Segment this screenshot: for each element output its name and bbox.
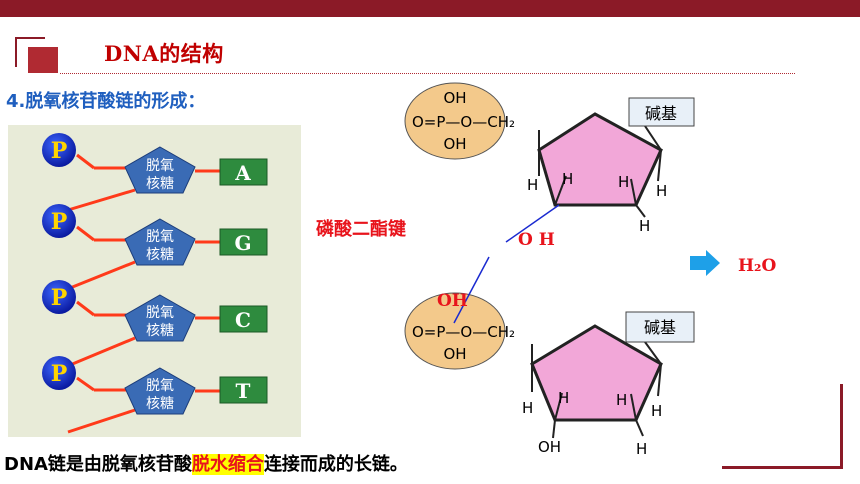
sugar-ring: [530, 324, 663, 422]
bond-line: [67, 408, 136, 434]
bond-line: [67, 188, 136, 212]
phosphate-label: P: [51, 138, 68, 164]
hydrogen: H: [558, 389, 569, 407]
water-product-label: H₂O: [738, 256, 777, 276]
base-label-a: A: [234, 161, 251, 185]
bond-line: [76, 153, 95, 170]
h-bond: [630, 393, 637, 421]
phosphate-main-formula: O=P—O—CH₂: [412, 113, 515, 131]
base-bond: [644, 341, 662, 365]
caption-after: 连接而成的长链。: [263, 454, 408, 475]
phosphate-circle: [42, 204, 76, 238]
base-box: [219, 158, 268, 186]
base-box: [219, 305, 268, 333]
h-bond: [554, 175, 567, 206]
base-label: 碱基: [644, 318, 676, 337]
hydrogen: H: [562, 170, 573, 188]
chain-unit-4: P 脱氧 核糖 T: [42, 356, 268, 434]
title-decor-outline: [15, 37, 45, 67]
base-label: 碱基: [645, 104, 677, 123]
h-bond: [635, 419, 644, 437]
oh-bottom-label: OH: [437, 291, 468, 311]
page-title: DNA的结构: [104, 41, 224, 66]
bond-pointer: [505, 204, 560, 243]
sugar-label-1: 脱氧: [146, 305, 174, 321]
phosphate-label: P: [51, 209, 68, 235]
sugar-label-2: 核糖: [146, 323, 174, 339]
sugar-label-2: 核糖: [146, 176, 174, 192]
phosphate-label: P: [51, 285, 68, 311]
oh-bond: [552, 419, 556, 439]
base-label-t: T: [236, 379, 251, 403]
hydrogen: H: [527, 176, 538, 194]
phosphate-circle: [42, 280, 76, 314]
section-subtitle: 4.脱氧核苷酸链的形成：: [6, 91, 206, 112]
bond-line: [76, 300, 95, 317]
base-box: [625, 311, 695, 343]
phosphate-oh-bottom: OH: [443, 345, 466, 363]
bond-line: [69, 260, 136, 290]
h-bond: [657, 149, 662, 182]
sugar-label-2: 核糖: [146, 247, 174, 263]
caption-before: DNA链是由脱氧核苷酸: [4, 454, 192, 475]
base-box: [219, 228, 268, 256]
oh-top-label: O H: [518, 230, 555, 250]
sugar-ring: [537, 112, 663, 207]
hydrogen: H: [656, 182, 667, 200]
chain-unit-2: P 脱氧 核糖 G: [42, 204, 268, 290]
h-bond: [630, 178, 637, 206]
sugar-label-1: 脱氧: [146, 378, 174, 394]
nucleotide-bottom: O=P—O—CH₂ OH 碱基 H H H H OH H: [404, 292, 695, 458]
phosphate-label: P: [51, 361, 68, 387]
sugar-label-2: 核糖: [146, 396, 174, 412]
hydroxyl: OH: [538, 438, 561, 456]
hydrogen: H: [651, 402, 662, 420]
title-decor-square: [28, 47, 58, 73]
bond-line: [76, 225, 95, 242]
hydrogen: H: [636, 440, 647, 458]
sugar-pentagon: [124, 294, 196, 342]
phosphate-circle: [42, 356, 76, 390]
sugar-pentagon: [124, 146, 196, 194]
corner-frame: [722, 384, 843, 469]
phosphate-oh-bottom: OH: [443, 135, 466, 153]
bond-line: [76, 376, 95, 392]
phosphate-group: [404, 82, 506, 160]
hydrogen: H: [618, 173, 629, 191]
sugar-pentagon: [124, 218, 196, 266]
phosphate-circle: [42, 133, 76, 167]
sugar-label-1: 脱氧: [146, 229, 174, 245]
hydrogen: H: [639, 217, 650, 235]
h-bond: [554, 392, 563, 421]
caption-highlight: 脱水缩合: [191, 454, 264, 475]
base-label-c: C: [235, 308, 251, 332]
chain-unit-3: P 脱氧 核糖 C: [42, 280, 268, 367]
sugar-label-1: 脱氧: [146, 158, 174, 174]
top-bar: [0, 0, 860, 17]
caption: DNA链是由脱氧核苷酸脱水缩合连接而成的长链。: [4, 450, 408, 476]
hydrogen: H: [522, 399, 533, 417]
h-bond: [657, 363, 662, 397]
bond-line: [69, 336, 136, 367]
h-bond: [635, 204, 646, 218]
phosphate-group: [404, 292, 506, 370]
bond-pointer: [453, 256, 490, 324]
phosphate-oh-top: OH: [443, 89, 466, 107]
sugar-pentagon: [124, 367, 196, 415]
arrow-icon: [690, 250, 720, 276]
bond-name-label: 磷酸二酯键: [316, 219, 406, 240]
base-box: [628, 97, 695, 127]
base-box: [219, 376, 268, 404]
title-divider: [60, 73, 795, 74]
hydrogen: H: [616, 391, 627, 409]
base-bond: [644, 125, 662, 151]
phosphate-main-formula: O=P—O—CH₂: [412, 323, 515, 341]
chain-unit-1: P 脱氧 核糖 A: [42, 133, 268, 212]
base-label-g: G: [234, 231, 251, 255]
nucleotide-top: OH O=P—O—CH₂ OH 碱基 H H H H H: [404, 82, 695, 235]
